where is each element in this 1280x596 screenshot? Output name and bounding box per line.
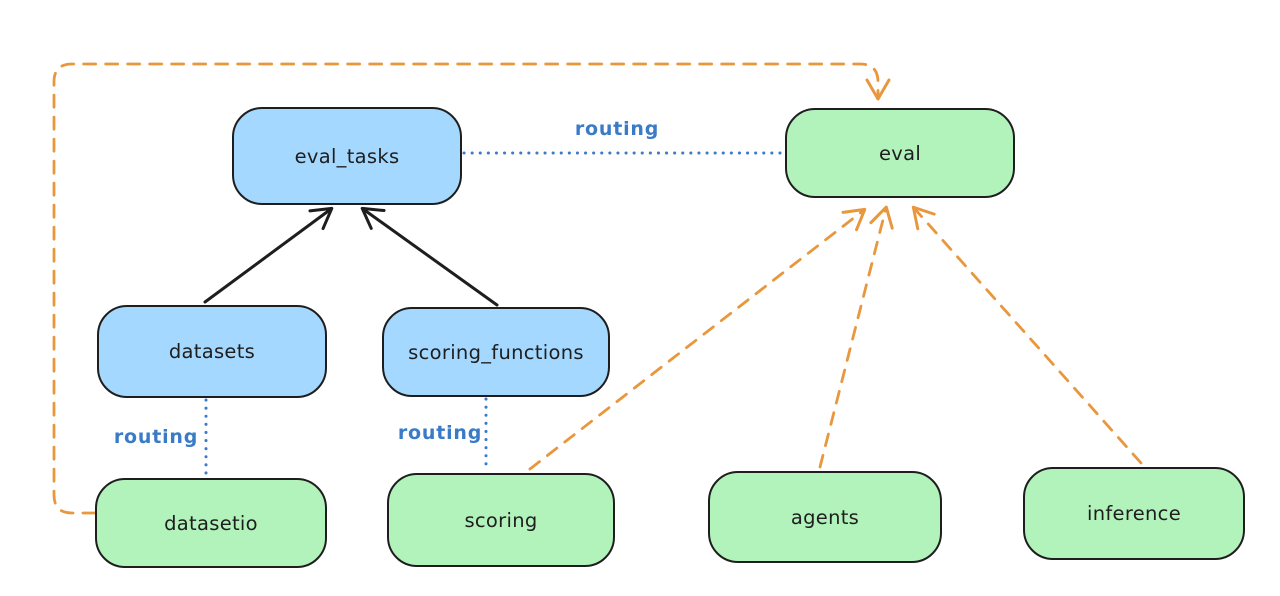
node-eval: eval: [785, 108, 1015, 198]
edge-inference-to-eval: [911, 205, 1143, 465]
node-label-datasetio: datasetio: [164, 511, 258, 535]
edge-label-routing-datasets-datasetio: routing: [113, 426, 199, 448]
node-label-eval_tasks: eval_tasks: [294, 144, 400, 168]
node-scoring: scoring: [387, 473, 615, 567]
edge-label-routing-scoringfns-scoring: routing: [397, 422, 483, 444]
node-eval_tasks: eval_tasks: [232, 107, 462, 205]
node-datasetio: datasetio: [95, 478, 327, 568]
node-label-eval: eval: [878, 141, 922, 165]
edge-scoring_functions-to-eval_tasks: [360, 206, 499, 307]
node-agents: agents: [708, 471, 942, 563]
node-label-datasets: datasets: [168, 340, 256, 363]
edge-scoring-to-eval: [528, 207, 867, 471]
edge-label-routing-eval_tasks-eval: routing: [574, 118, 660, 140]
edge-datasetio-to-eval-loop: [52, 62, 891, 515]
node-inference: inference: [1023, 467, 1245, 560]
edge-datasets-to-eval_tasks: [203, 206, 334, 304]
node-datasets: datasets: [97, 305, 327, 398]
node-label-scoring_functions: scoring_functions: [408, 340, 584, 364]
edge-agents-to-eval: [818, 205, 894, 469]
node-label-scoring: scoring: [464, 508, 538, 532]
node-label-inference: inference: [1086, 502, 1181, 525]
node-label-agents: agents: [790, 505, 860, 529]
node-scoring_functions: scoring_functions: [382, 307, 610, 397]
